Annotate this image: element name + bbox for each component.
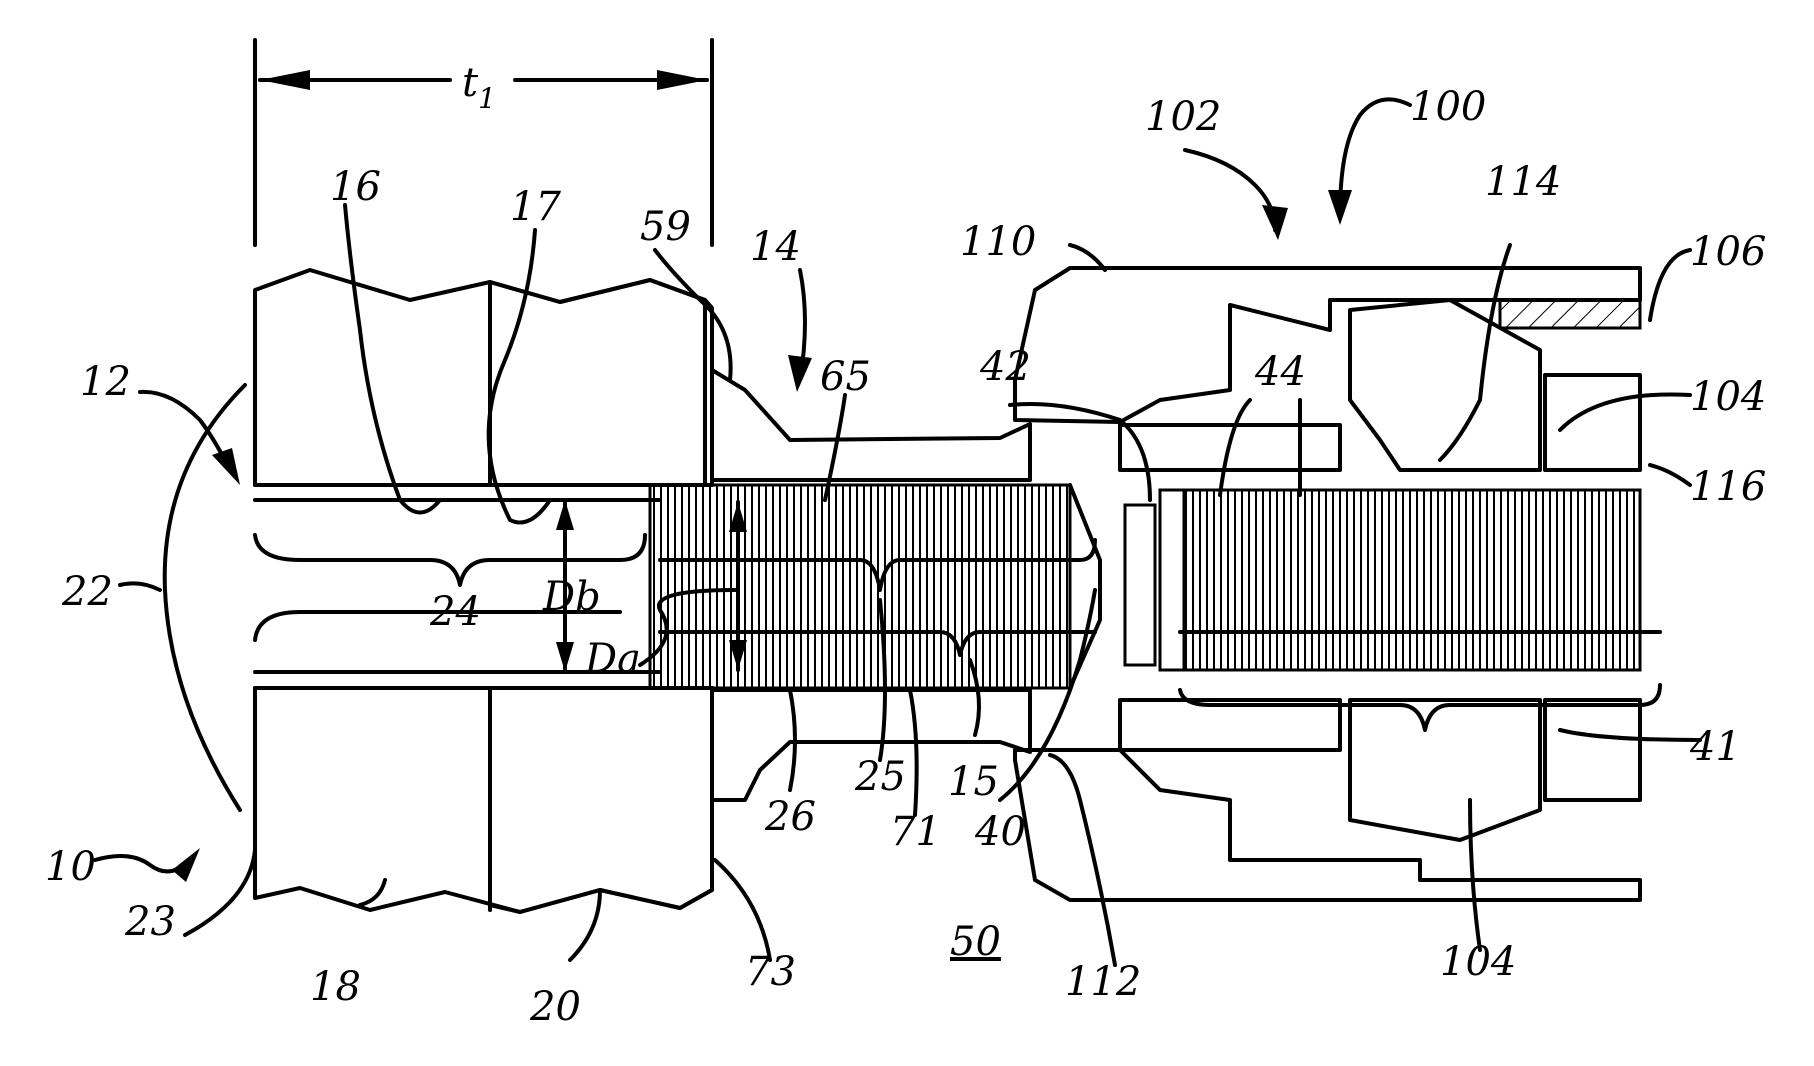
label-102: 102 <box>1145 94 1221 140</box>
leader-18 <box>360 880 385 905</box>
tool-thread-zone <box>1180 490 1640 670</box>
leader-20 <box>570 890 600 960</box>
label-18: 18 <box>310 964 361 1010</box>
leader-114 <box>1440 245 1510 460</box>
label-25: 25 <box>854 754 906 800</box>
arrow-100-head <box>1328 190 1352 225</box>
label-15: 15 <box>948 759 999 805</box>
arrow-14-head <box>788 355 812 392</box>
Db-arrow-top <box>556 500 574 530</box>
plate-18-upper <box>255 270 705 485</box>
label-t1: t1 <box>462 60 496 115</box>
t1-arrow-right <box>657 70 707 90</box>
arrow-102-head <box>1262 205 1288 240</box>
label-100: 100 <box>1410 84 1486 130</box>
label-24: 24 <box>429 589 481 635</box>
label-17: 17 <box>510 184 561 230</box>
label-73: 73 <box>745 949 796 995</box>
label-14: 14 <box>750 224 801 270</box>
label-23: 23 <box>124 899 176 945</box>
plate-20-lower <box>490 688 712 912</box>
arrow-102 <box>1185 150 1275 230</box>
anvil-lower <box>1350 700 1540 840</box>
label-Db: Db <box>542 574 601 620</box>
label-22: 22 <box>61 569 113 615</box>
label-110: 110 <box>960 219 1036 265</box>
leader-16 <box>345 205 440 513</box>
leader-59 <box>655 250 731 380</box>
Db-arrow-bottom <box>556 642 574 672</box>
leader-112 <box>1050 755 1115 965</box>
sleeve-106 <box>1500 300 1640 328</box>
label-44: 44 <box>1254 349 1306 395</box>
brace-41 <box>1180 685 1660 730</box>
leader-116 <box>1650 465 1690 485</box>
arrow-100 <box>1340 99 1410 215</box>
label-10: 10 <box>45 844 96 890</box>
structure-plates <box>255 270 712 912</box>
collet-lower <box>1120 700 1340 750</box>
label-42: 42 <box>979 344 1031 390</box>
label-16: 16 <box>330 164 381 210</box>
label-104-upper: 104 <box>1690 374 1766 420</box>
leader-106 <box>1650 250 1690 320</box>
label-71: 71 <box>890 809 941 855</box>
jaw-104-lower <box>1545 700 1640 800</box>
leader-104a <box>1560 394 1690 430</box>
leader-44a <box>1220 400 1250 495</box>
leader-71 <box>910 690 917 815</box>
label-26: 26 <box>764 794 816 840</box>
label-112: 112 <box>1065 959 1141 1005</box>
leader-104b <box>1470 800 1480 950</box>
tool-100 <box>1015 268 1640 900</box>
plate-18-lower <box>255 688 712 912</box>
leader-17 <box>489 230 550 523</box>
label-Da: Da <box>584 636 641 682</box>
arrow-10-head <box>172 848 200 882</box>
tool-bore-step <box>1160 490 1184 670</box>
pin-groove <box>1125 505 1155 665</box>
label-106: 106 <box>1690 229 1766 275</box>
leader-73 <box>715 860 770 960</box>
label-12: 12 <box>80 359 131 405</box>
label-20: 20 <box>529 984 581 1030</box>
label-40: 40 <box>974 809 1026 855</box>
label-41: 41 <box>1689 724 1741 770</box>
leader-22 <box>120 583 160 590</box>
label-65: 65 <box>820 354 871 400</box>
leader-23 <box>185 850 255 935</box>
pin-nose <box>1070 485 1100 688</box>
pin-thread-zone <box>650 485 1070 688</box>
arrow-12-head <box>212 448 240 485</box>
label-116: 116 <box>1690 464 1766 510</box>
leader-41 <box>1560 730 1700 740</box>
label-59: 59 <box>640 204 691 250</box>
brace-22 <box>165 385 245 810</box>
jaw-104-upper <box>1545 375 1640 470</box>
label-104-lower: 104 <box>1440 939 1516 985</box>
t1-arrow-left <box>260 70 310 90</box>
label-50: 50 <box>950 919 1001 965</box>
label-114: 114 <box>1485 159 1561 205</box>
